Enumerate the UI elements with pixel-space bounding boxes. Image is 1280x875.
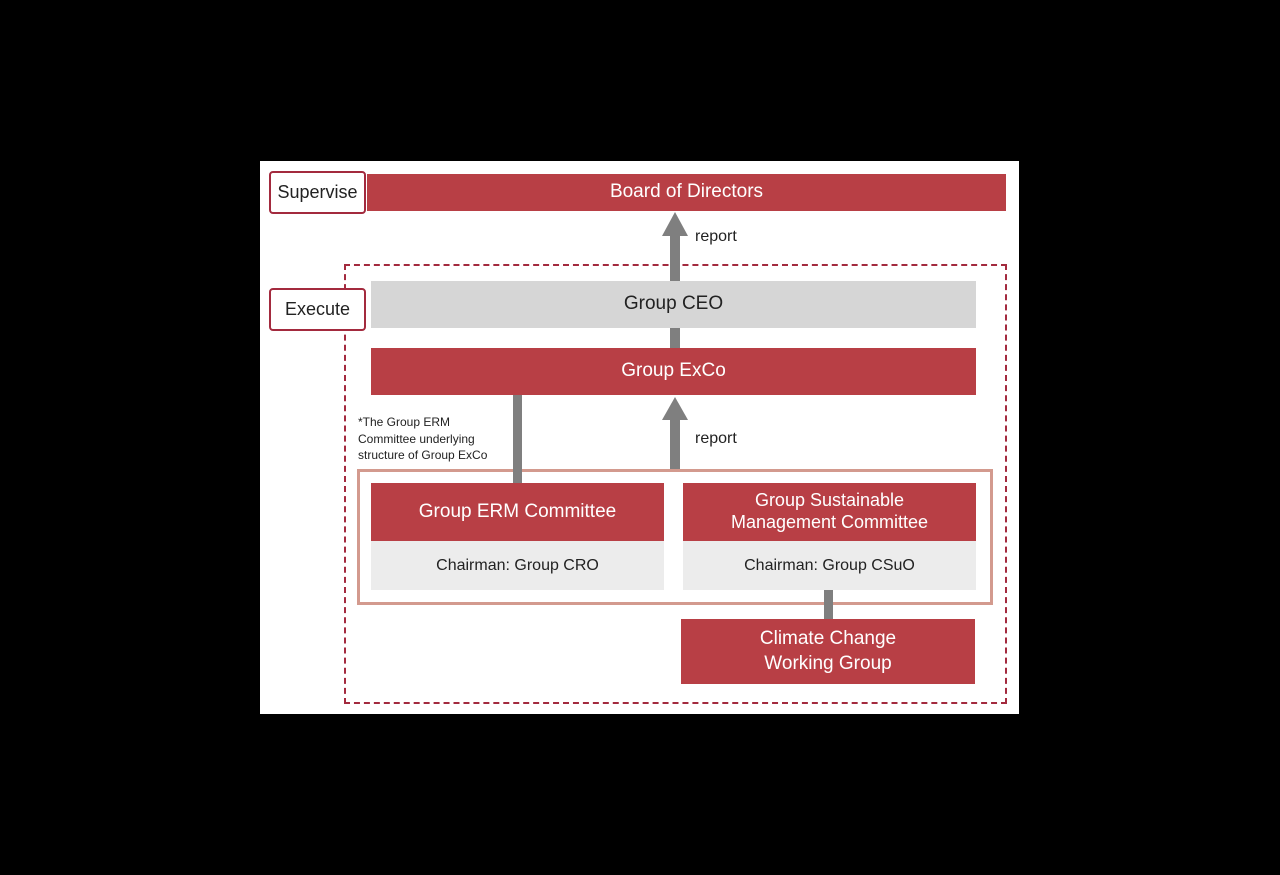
connector-ceo-exco: [670, 328, 680, 348]
execute-tag: Execute: [269, 288, 366, 331]
supervise-tag: Supervise: [269, 171, 366, 214]
erm-structure-note: *The Group ERM Committee underlying stru…: [358, 415, 488, 462]
connector-exco-committees: [670, 419, 680, 469]
erm-chairman-box: Chairman: Group CRO: [371, 541, 664, 590]
connector-exco-erm: [513, 395, 522, 483]
arrow-up-icon: [662, 397, 688, 420]
arrow-up-icon: [662, 212, 688, 236]
report-label-middle: report: [695, 430, 737, 447]
committee-group-frame: [357, 469, 993, 605]
diagram-canvas: Supervise Board of Directors report Exec…: [260, 161, 1019, 714]
group-sustainable-committee-box: Group Sustainable Management Committee: [683, 483, 976, 541]
board-of-directors-box: Board of Directors: [367, 174, 1006, 211]
connector-board-ceo: [670, 235, 680, 281]
climate-change-working-group-box: Climate Change Working Group: [681, 619, 975, 684]
group-exco-box: Group ExCo: [371, 348, 976, 395]
connector-sustainable-climate: [824, 590, 833, 619]
report-label-top: report: [695, 228, 737, 245]
sustainable-chairman-box: Chairman: Group CSuO: [683, 541, 976, 590]
group-erm-committee-box: Group ERM Committee: [371, 483, 664, 541]
group-ceo-box: Group CEO: [371, 281, 976, 328]
